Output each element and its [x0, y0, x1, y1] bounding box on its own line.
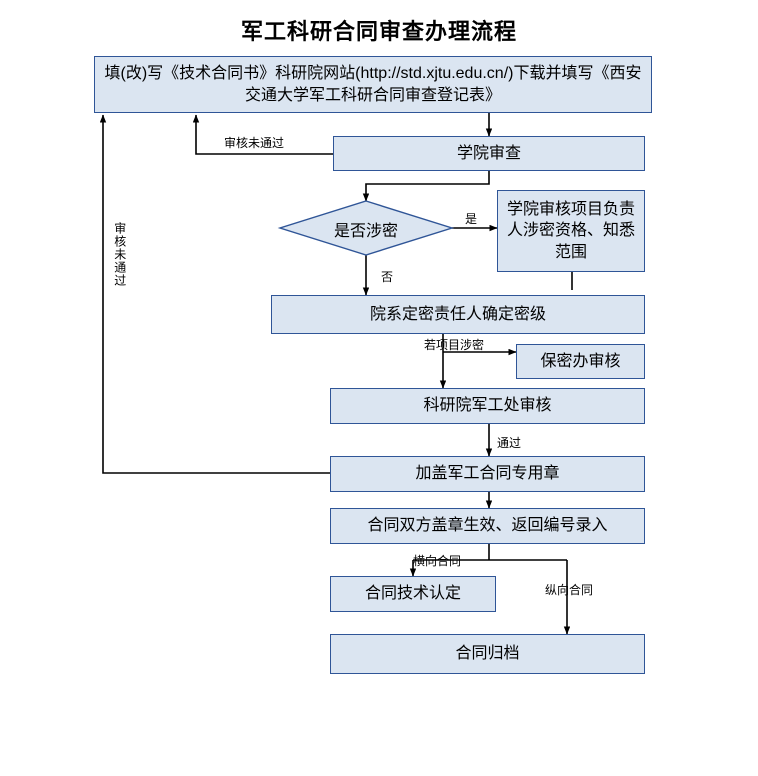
node-both-sides-stamp[interactable]: 合同双方盖章生效、返回编号录入	[330, 508, 645, 544]
edge-label-passed: 通过	[497, 436, 522, 450]
node-tech-certification-label: 合同技术认定	[364, 585, 461, 603]
node-archive-label: 合同归档	[455, 645, 520, 663]
node-stamp-contract-label: 加盖军工合同专用章	[415, 465, 560, 483]
edge-label-review-failed: 审核未通过	[224, 136, 285, 150]
node-college-check-secret-label: 学院审核项目负责人涉密资格、知悉范围	[506, 200, 635, 261]
node-both-sides-stamp-label: 合同双方盖章生效、返回编号录入	[367, 517, 608, 535]
edge-label-vertical-contract: 纵向合同	[545, 583, 594, 597]
page-title: 军工科研合同审查办理流程	[240, 19, 517, 44]
node-college-review[interactable]: 学院审查	[333, 136, 645, 171]
edge-label-horizontal-contract: 横向合同	[413, 554, 462, 568]
edge-label-if-project-secret: 若项目涉密	[424, 338, 485, 352]
edge-label-yes: 是	[465, 212, 478, 226]
node-is-secret-label-wrap: 是否涉密	[296, 217, 436, 241]
node-security-office-review[interactable]: 保密办审核	[516, 344, 645, 379]
edge-label-review-failed-vertical: 审核未通过	[112, 222, 127, 287]
node-tech-certification[interactable]: 合同技术认定	[330, 576, 496, 612]
node-stamp-contract[interactable]: 加盖军工合同专用章	[330, 456, 645, 492]
node-archive[interactable]: 合同归档	[330, 634, 645, 674]
node-college-check-secret[interactable]: 学院审核项目负责人涉密资格、知悉范围	[497, 190, 645, 272]
node-dept-set-level-label: 院系定密责任人确定密级	[369, 305, 546, 323]
node-dept-set-level[interactable]: 院系定密责任人确定密级	[271, 295, 645, 334]
edge-label-no: 否	[381, 270, 394, 284]
node-form-fill-label: 填(改)写《技术合同书》科研院网站(http://std.xjtu.edu.cn…	[104, 64, 642, 104]
node-research-institute-review-label: 科研院军工处审核	[423, 397, 552, 415]
node-research-institute-review[interactable]: 科研院军工处审核	[330, 388, 645, 424]
node-security-office-review-label: 保密办审核	[540, 352, 621, 370]
node-is-secret-label: 是否涉密	[333, 223, 398, 240]
node-college-review-label: 学院审查	[456, 144, 521, 162]
node-form-fill[interactable]: 填(改)写《技术合同书》科研院网站(http://std.xjtu.edu.cn…	[94, 56, 652, 113]
